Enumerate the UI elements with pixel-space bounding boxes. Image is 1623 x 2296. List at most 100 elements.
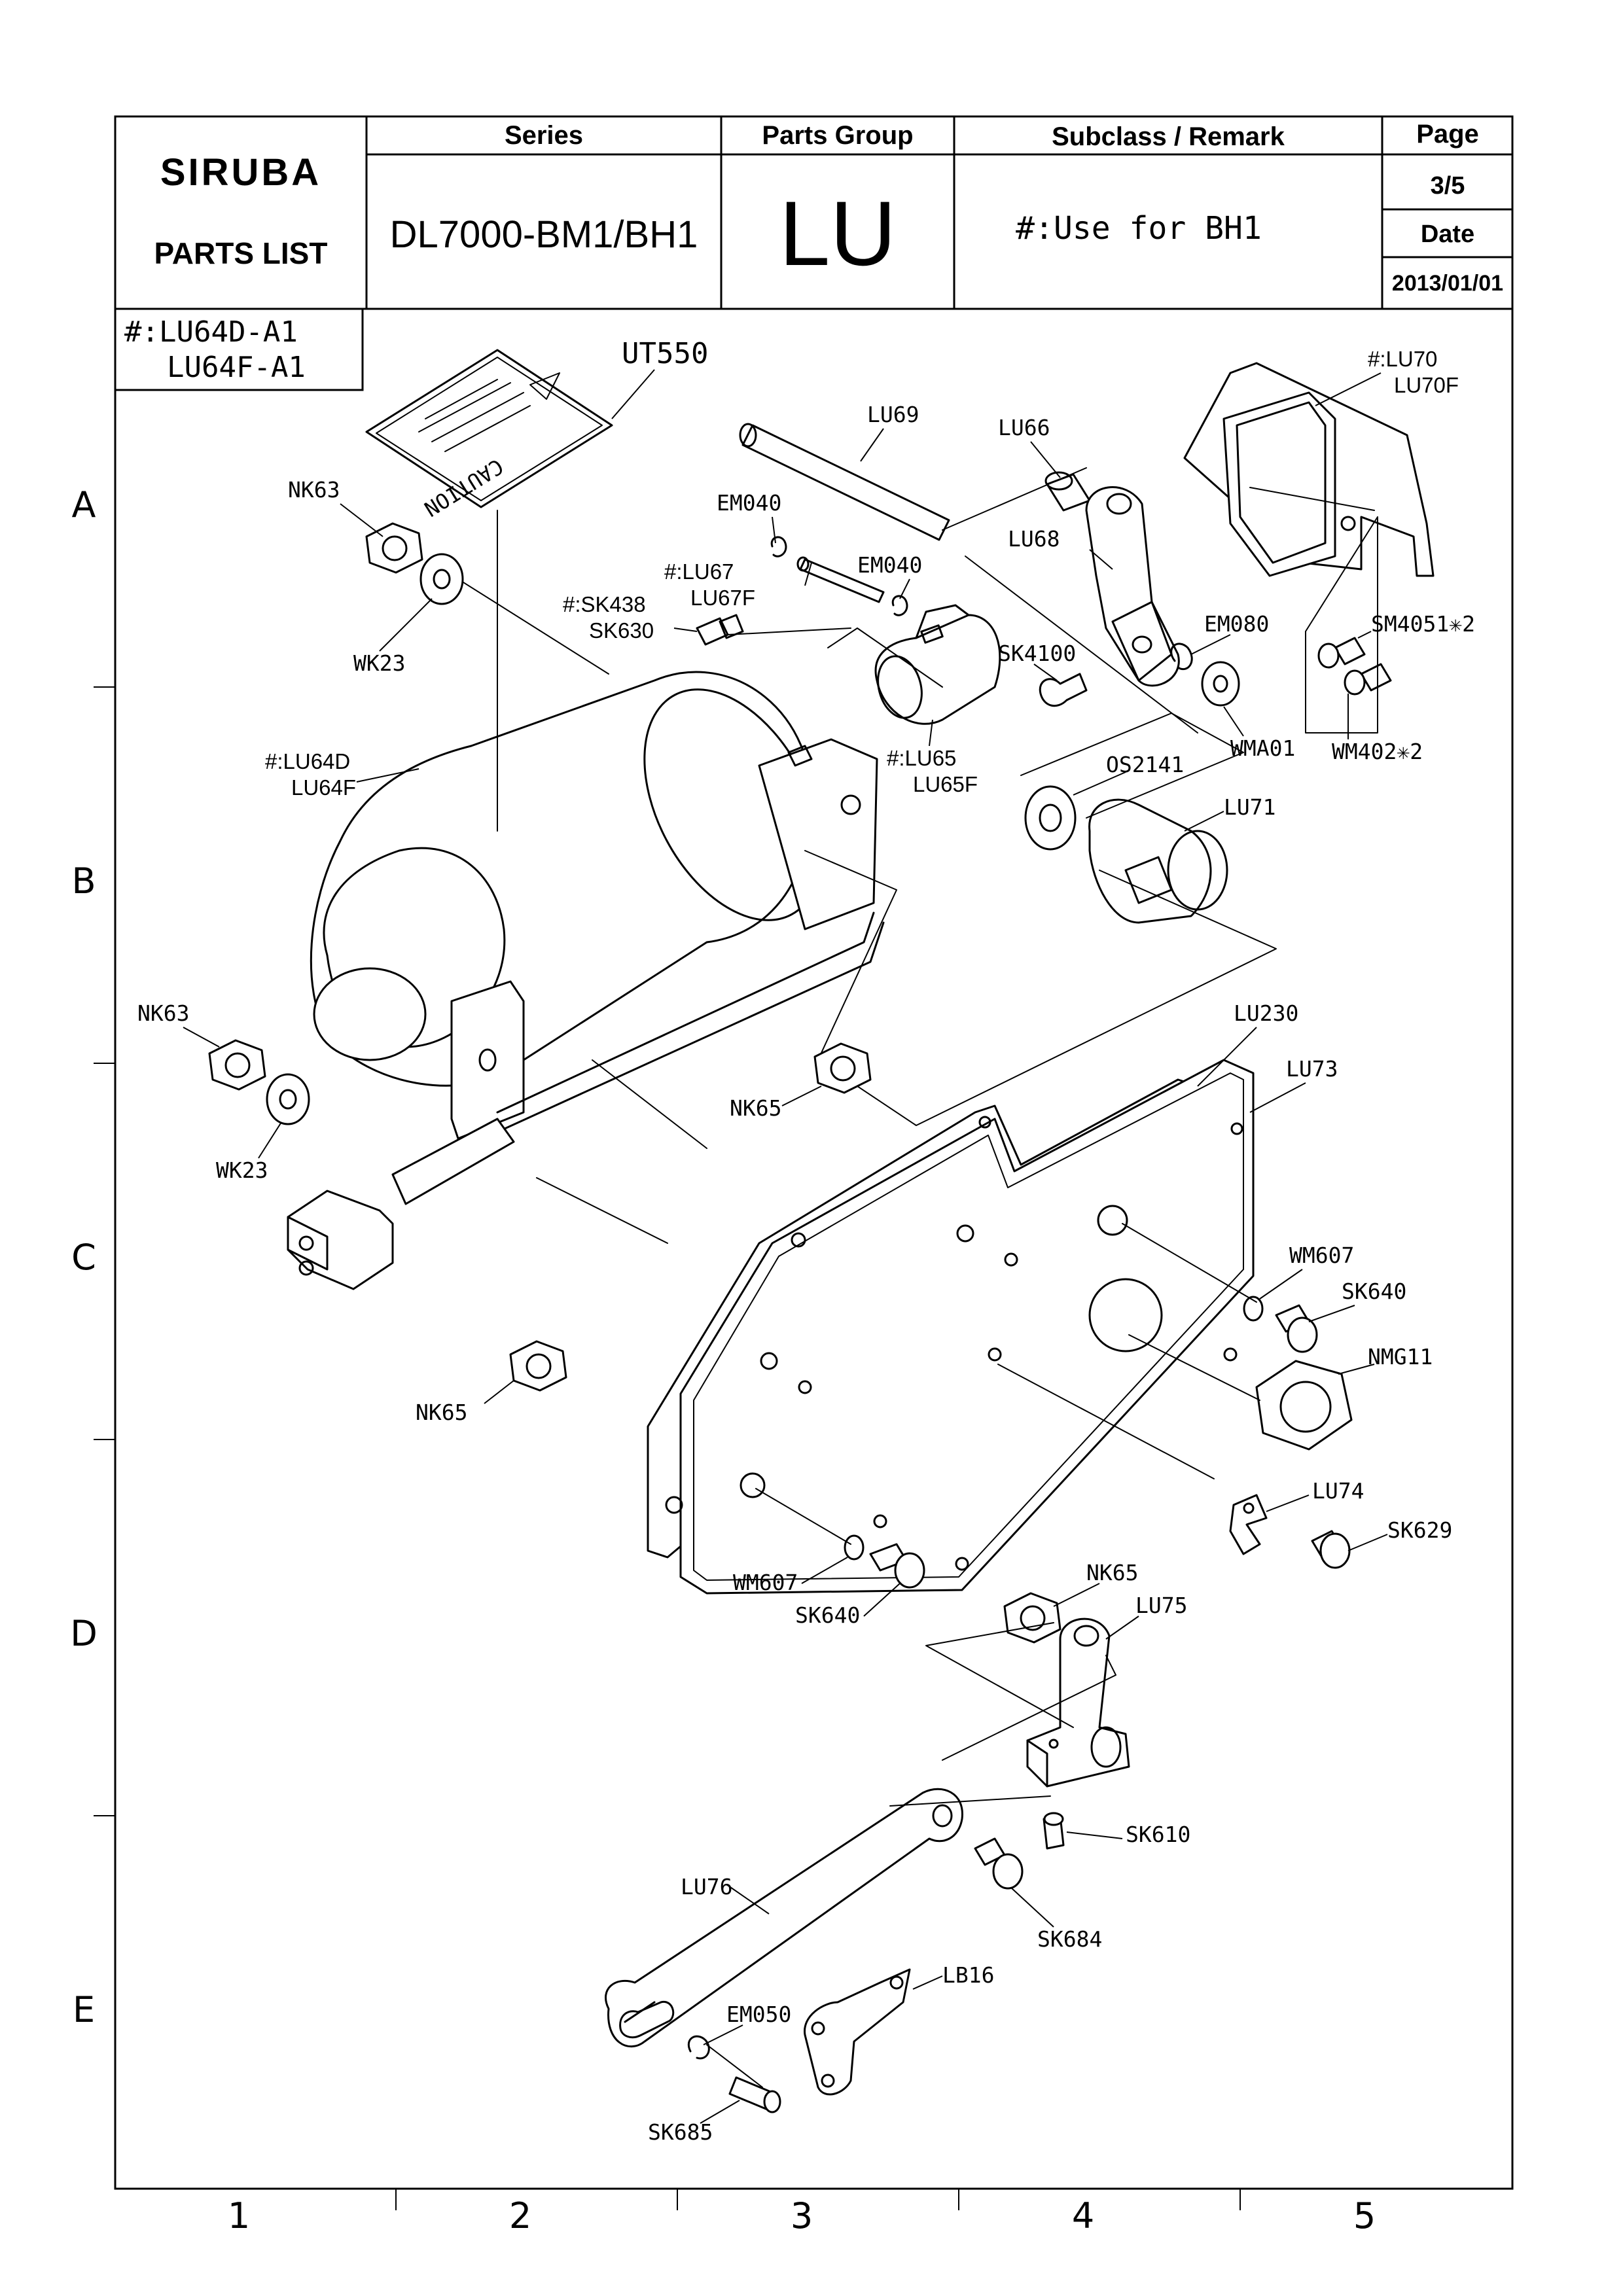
label-wm607-a: WM607 [1289, 1243, 1354, 1268]
screw-sk610 [1043, 1812, 1065, 1850]
bracket-lu74 [1229, 1494, 1268, 1555]
label-lu67: #:LU67 [664, 559, 734, 584]
label-nk65-b: NK65 [416, 1400, 467, 1425]
assembly-note-line1: #:LU64D-A1 [124, 315, 298, 349]
grid-row-a: A [72, 484, 96, 525]
label-nk65-a: NK65 [730, 1095, 781, 1121]
label-lu73: LU73 [1286, 1056, 1338, 1082]
grid-col-1: 1 [228, 2195, 250, 2236]
grid-row-d: D [70, 1613, 98, 1654]
washer-wma01 [1201, 661, 1240, 707]
nut-nk63-a [365, 522, 423, 574]
pin-lu67 [796, 556, 885, 603]
label-nk63-a: NK63 [288, 477, 340, 503]
series-label: Series [505, 121, 583, 150]
screw-sk685 [728, 2076, 781, 2113]
assembly-note-line2: LU64F-A1 [167, 351, 306, 384]
bracket-lb16 [804, 1968, 911, 2096]
nut-nmg11 [1255, 1360, 1353, 1451]
label-lu75: LU75 [1135, 1593, 1187, 1618]
label-em050: EM050 [726, 2002, 791, 2027]
washer-wk23-b [266, 1073, 310, 1125]
page-border [114, 115, 1514, 2190]
label-lb16: LB16 [942, 1962, 994, 1988]
plate-lu73 [665, 1059, 1255, 1595]
label-sk610: SK610 [1126, 1822, 1190, 1847]
label-os2141: OS2141 [1106, 752, 1184, 777]
label-sk685: SK685 [648, 2119, 713, 2145]
label-lu70f: LU70F [1394, 373, 1459, 397]
label-sk640-b: SK640 [795, 1602, 860, 1628]
grid-col-4: 4 [1072, 2195, 1094, 2236]
washer-wm607-a [1243, 1296, 1264, 1322]
screw-sk640-b [869, 1543, 925, 1589]
nut-nk65-b [509, 1340, 567, 1392]
label-sk4100: SK4100 [998, 641, 1076, 666]
label-lu65f: LU65F [913, 772, 978, 796]
subclass-label: Subclass / Remark [1052, 122, 1285, 151]
grid-row-b: B [71, 860, 96, 902]
cover-lu70 [1183, 362, 1435, 577]
label-sk640-a: SK640 [1342, 1279, 1406, 1304]
screw-sk629 [1311, 1530, 1351, 1569]
screw-sk640-a [1275, 1304, 1318, 1353]
label-em040-a: EM040 [717, 490, 781, 516]
label-nk65-c: NK65 [1086, 1560, 1138, 1585]
grid-col-5: 5 [1353, 2195, 1376, 2236]
nut-nk65-a [813, 1042, 872, 1094]
label-lu70: #:LU70 [1368, 347, 1437, 371]
label-leader-lines [183, 369, 1388, 2124]
coupling-lu65 [874, 604, 1001, 725]
label-em080: EM080 [1204, 611, 1269, 637]
label-ut550: UT550 [622, 337, 708, 370]
label-nk63-b: NK63 [137, 1000, 189, 1026]
label-wm402: WM402✳2 [1332, 739, 1423, 764]
nut-nk65-c [1003, 1592, 1061, 1644]
grid-col-3: 3 [791, 2195, 813, 2236]
grid-row-c: C [71, 1237, 96, 1278]
link-lu76 [605, 1788, 963, 2048]
label-sk438: #:SK438 [563, 592, 646, 616]
brand-logo: SIRUBA [160, 151, 321, 194]
shaft-lu69 [739, 423, 950, 541]
screw-sk630 [696, 614, 744, 646]
grid-column-markers: 1 2 3 4 5 [228, 2195, 1376, 2236]
label-lu230: LU230 [1234, 1000, 1298, 1026]
washer-wk23-a [419, 553, 464, 605]
label-lu64d: #:LU64D [265, 749, 350, 773]
sheet-title: PARTS LIST [154, 236, 328, 270]
label-lu76: LU76 [681, 1874, 732, 1899]
label-lu74: LU74 [1312, 1478, 1364, 1504]
page-value: 3/5 [1431, 172, 1465, 200]
label-lu67f: LU67F [690, 586, 755, 610]
screw-sk4100 [1039, 673, 1088, 707]
caution-plate-ut550: CAUTION [365, 349, 613, 521]
label-nmg11: NMG11 [1368, 1344, 1433, 1369]
parts-group-value: LU [779, 182, 897, 285]
screws-sm4051 [1317, 637, 1392, 696]
washer-wm607-b [844, 1534, 865, 1561]
label-sk684: SK684 [1037, 1926, 1102, 1952]
grid-row-e: E [73, 1989, 95, 2030]
exploded-view-drawing: CAUTION [208, 349, 1435, 2113]
grid-row-ticks [94, 686, 115, 1816]
date-value: 2013/01/01 [1392, 271, 1503, 296]
crank-lu75 [1026, 1617, 1130, 1788]
grid-column-ticks [395, 2189, 1241, 2210]
clip-em050 [688, 2035, 710, 2060]
label-sk629: SK629 [1387, 1517, 1452, 1543]
label-em040-b: EM040 [857, 552, 922, 578]
label-wm607-b: WM607 [733, 1570, 798, 1595]
header-table [114, 116, 1512, 391]
label-lu64f: LU64F [291, 775, 356, 800]
label-lu68: LU68 [1008, 526, 1060, 552]
date-label: Date [1421, 221, 1474, 248]
bushing-lu71 [1088, 798, 1228, 924]
label-lu66: LU66 [998, 415, 1050, 440]
label-wk23-b: WK23 [216, 1157, 268, 1183]
clip-em040-a [770, 536, 787, 557]
nut-nk63-b [208, 1039, 266, 1091]
motor-lu64d [287, 671, 885, 1290]
grid-col-2: 2 [509, 2195, 531, 2236]
bushing-lu66 [1044, 471, 1091, 512]
